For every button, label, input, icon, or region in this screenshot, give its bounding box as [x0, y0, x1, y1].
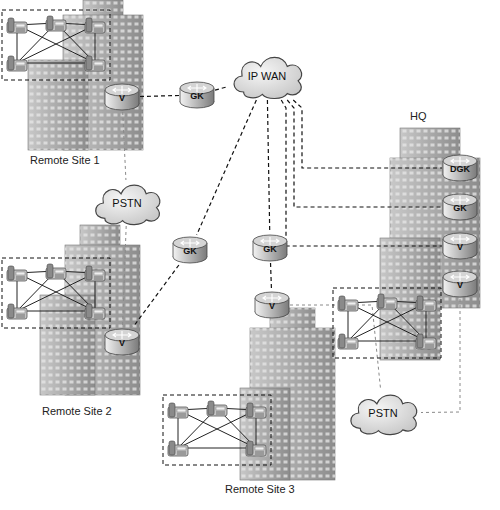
site-label: Remote Site 3	[225, 483, 295, 495]
router-arrows	[451, 235, 469, 243]
router-node: DGK	[442, 153, 478, 183]
router-label: GK	[179, 91, 215, 101]
building-windows	[240, 388, 290, 480]
cloud-label: IP WAN	[228, 70, 306, 82]
site-label: HQ	[410, 110, 427, 122]
router-arrows	[113, 86, 131, 94]
building-windows	[380, 238, 440, 360]
building-block	[240, 388, 290, 480]
building-shape	[28, 0, 143, 150]
router-node: V	[442, 231, 478, 261]
router-arrows	[188, 84, 206, 92]
wan-link	[270, 263, 272, 290]
router-node: V	[104, 327, 140, 357]
router-arrows	[263, 294, 281, 302]
wan-link	[215, 87, 228, 91]
site-label: Remote Site 2	[42, 405, 112, 417]
cloud-node: PSTN	[345, 390, 421, 436]
router-label: V	[442, 280, 478, 290]
router-arrows	[451, 273, 469, 281]
building-block	[40, 295, 95, 395]
cloud-node: PSTN	[90, 180, 164, 226]
router-label: DGK	[442, 164, 478, 174]
building-node: Remote Site 2V	[40, 225, 140, 395]
building-node: Remote Site 3V	[240, 298, 335, 480]
router-arrows	[451, 196, 469, 204]
building-shape	[40, 225, 140, 395]
wan-link	[267, 100, 269, 233]
router-arrows	[451, 157, 469, 165]
router-label: V	[442, 242, 478, 252]
router-label: GK	[252, 244, 288, 254]
building-shape	[240, 298, 335, 480]
router-node: V	[442, 269, 478, 299]
router-node: V	[254, 290, 290, 320]
router-label: GK	[172, 246, 208, 256]
building-windows	[28, 60, 88, 150]
router-label: V	[254, 301, 290, 311]
building-node: Remote Site 1V	[28, 0, 143, 150]
router-label: V	[104, 93, 140, 103]
router-node: GK	[252, 233, 288, 263]
router-arrows	[181, 239, 199, 247]
router-node: GK	[179, 80, 215, 110]
router-label: GK	[442, 203, 478, 213]
building-block	[28, 60, 88, 150]
cloud-label: PSTN	[345, 407, 421, 419]
site-label: Remote Site 1	[30, 154, 100, 166]
building-block	[380, 238, 440, 360]
router-arrows	[261, 237, 279, 245]
router-label: V	[104, 338, 140, 348]
wan-link	[197, 100, 257, 235]
cloud-label: PSTN	[90, 197, 164, 209]
router-node: GK	[172, 235, 208, 265]
router-node: V	[104, 82, 140, 112]
router-arrows	[113, 331, 131, 339]
wan-link	[140, 95, 179, 96]
building-node: HQDGKGKVV	[380, 128, 480, 360]
building-windows	[40, 295, 95, 395]
cloud-node: IP WAN	[228, 52, 306, 100]
router-node: GK	[442, 192, 478, 222]
